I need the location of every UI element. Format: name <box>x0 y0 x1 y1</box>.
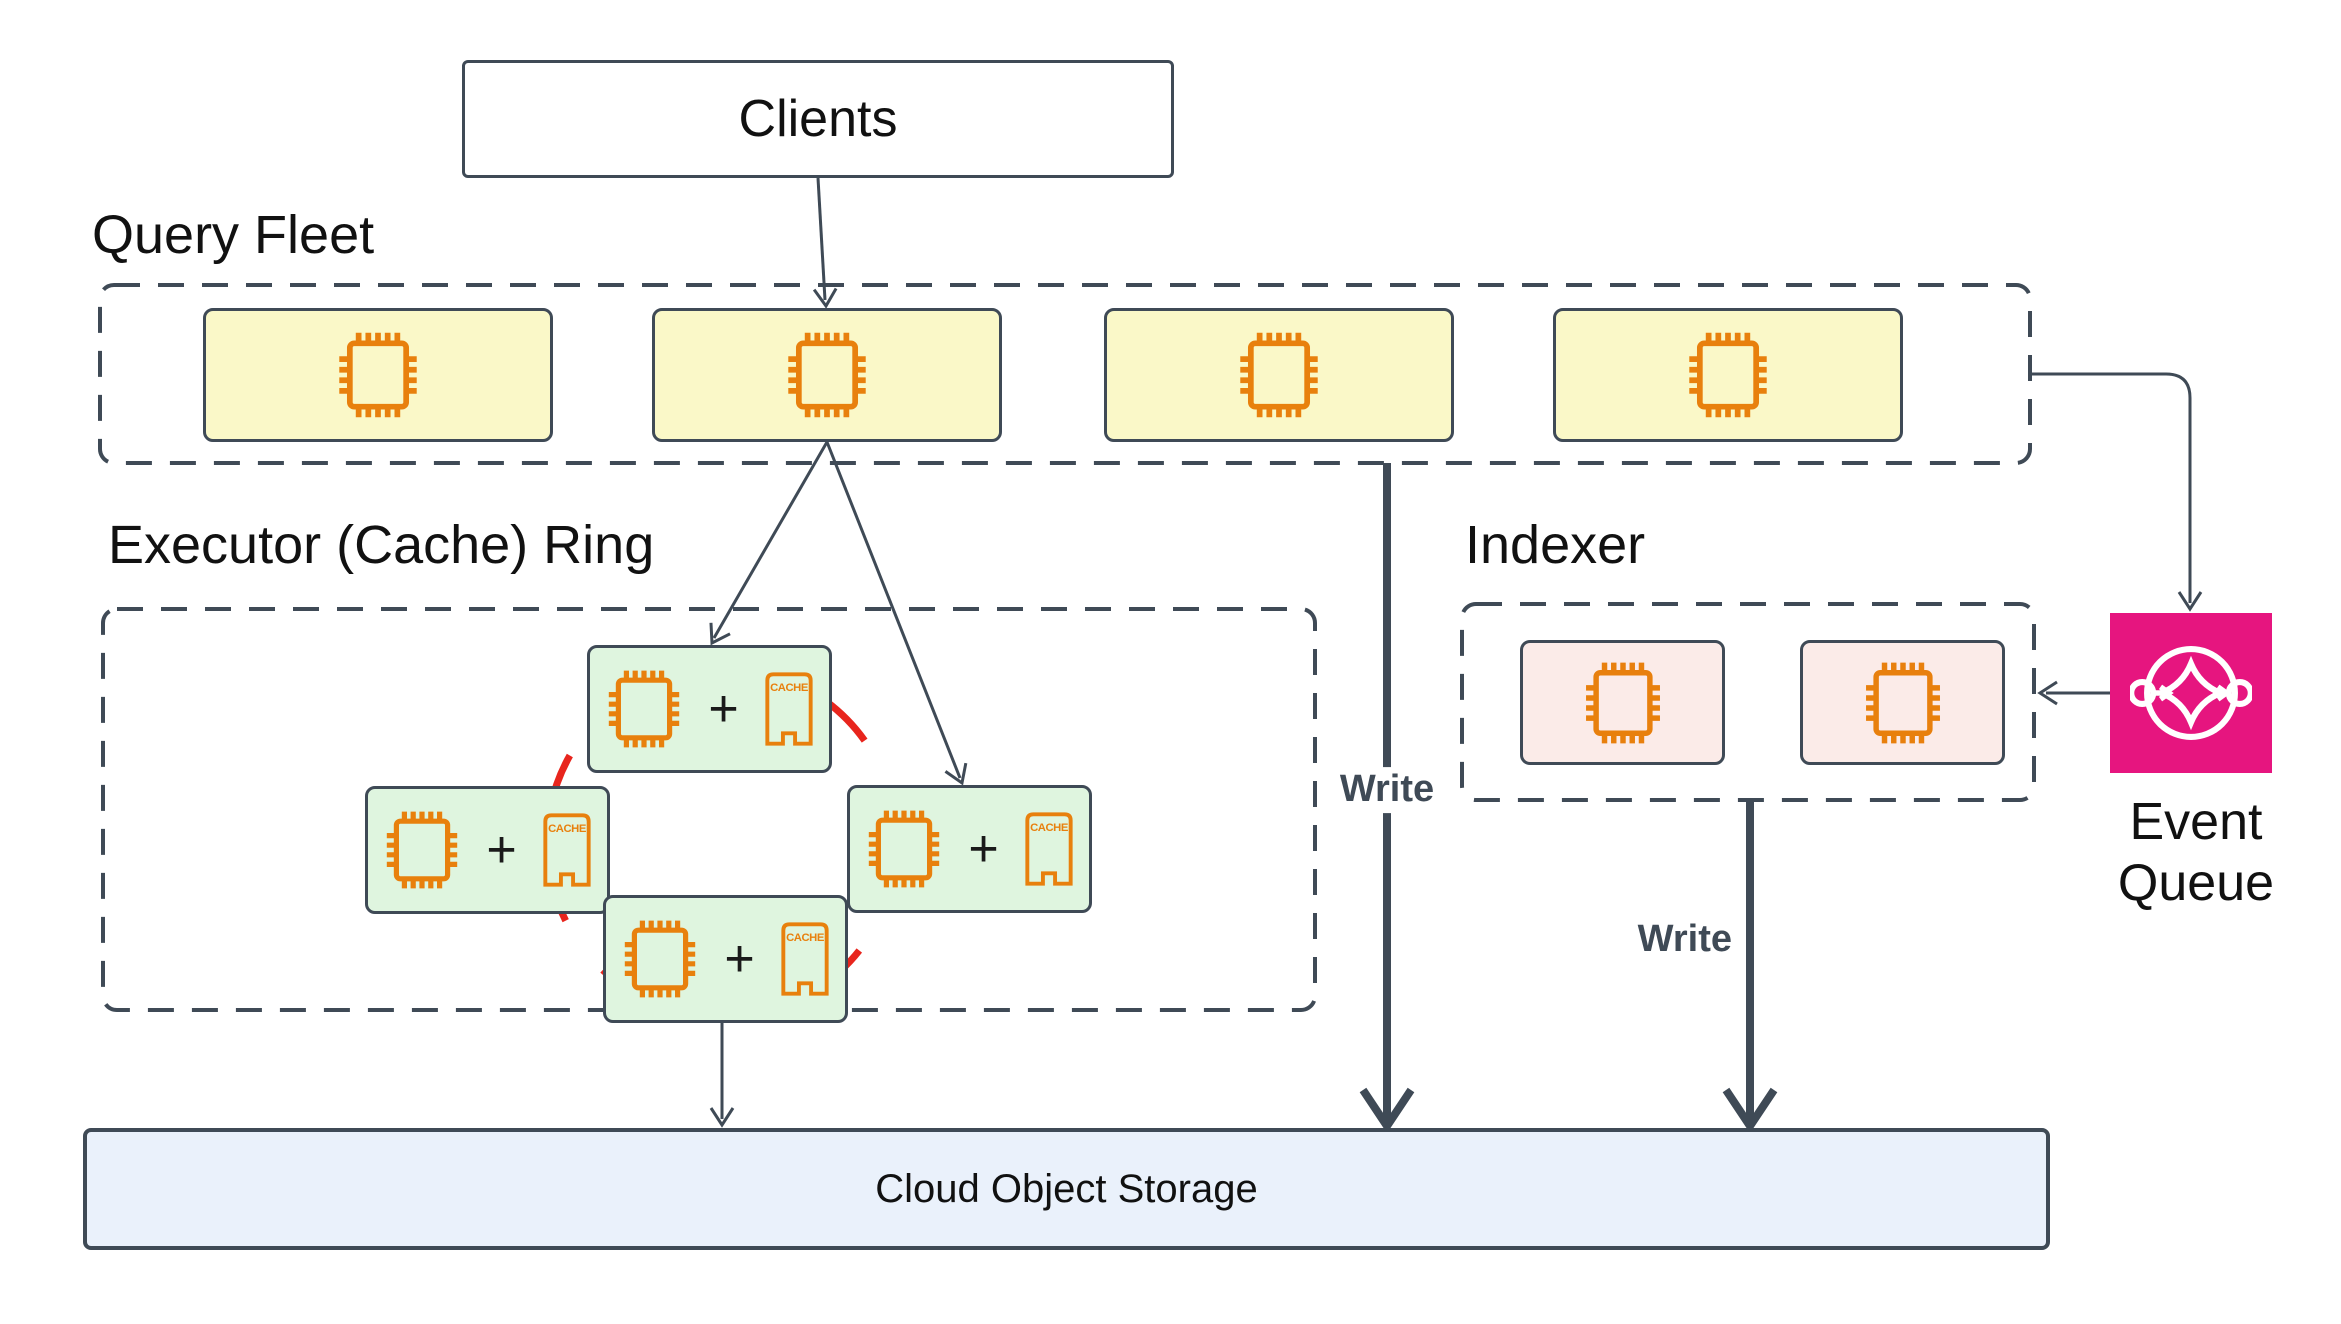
cpu-chip-icon <box>1861 661 1945 745</box>
clients-label: Clients <box>738 90 898 148</box>
plus-sign: + <box>724 930 755 988</box>
executor-node: + <box>587 645 832 773</box>
event-queue-label-line2: Queue <box>2117 854 2275 913</box>
executor-node: + <box>603 895 848 1023</box>
cpu-chip-icon <box>382 810 462 890</box>
cache-icon <box>779 921 831 997</box>
query-node <box>203 308 553 442</box>
event-queue-icon <box>2130 646 2252 740</box>
cache-icon <box>763 671 815 747</box>
query-fleet-section-label: Query Fleet <box>92 205 375 265</box>
executor-ring-container <box>101 607 1317 1012</box>
plus-sign: + <box>708 680 739 738</box>
write-arrow-indexer <box>1722 800 1778 1134</box>
write-label-indexer: Write <box>1627 917 1742 963</box>
cache-icon <box>541 812 593 888</box>
plus-sign: + <box>968 820 999 878</box>
cpu-chip-icon <box>1581 661 1665 745</box>
cpu-chip-icon <box>783 331 871 419</box>
query-node <box>1553 308 1903 442</box>
executor-node: + <box>847 785 1092 913</box>
cpu-chip-icon <box>1235 331 1323 419</box>
cache-icon <box>1023 811 1075 887</box>
executor-ring-section-label: Executor (Cache) Ring <box>108 515 655 575</box>
indexer-node <box>1520 640 1725 765</box>
event-queue-label-line1: Event <box>2129 793 2263 851</box>
executor-node: + <box>365 786 610 914</box>
event-queue-label: Event Queue <box>2046 792 2341 915</box>
query-node <box>1104 308 1454 442</box>
plus-sign: + <box>486 821 517 879</box>
cloud-storage-label: Cloud Object Storage <box>875 1166 1258 1211</box>
cpu-chip-icon <box>604 669 684 749</box>
cpu-chip-icon <box>334 331 422 419</box>
indexer-node <box>1800 640 2005 765</box>
cpu-chip-icon <box>1684 331 1772 419</box>
cloud-storage-node: Cloud Object Storage <box>83 1128 2050 1250</box>
write-label-query-fleet: Write <box>1329 767 1445 813</box>
cpu-chip-icon <box>864 809 944 889</box>
clients-node: Clients <box>462 60 1174 178</box>
indexer-section-label: Indexer <box>1465 515 1646 575</box>
query-node <box>652 308 1002 442</box>
event-queue-node <box>2110 613 2272 773</box>
cpu-chip-icon <box>620 919 700 999</box>
